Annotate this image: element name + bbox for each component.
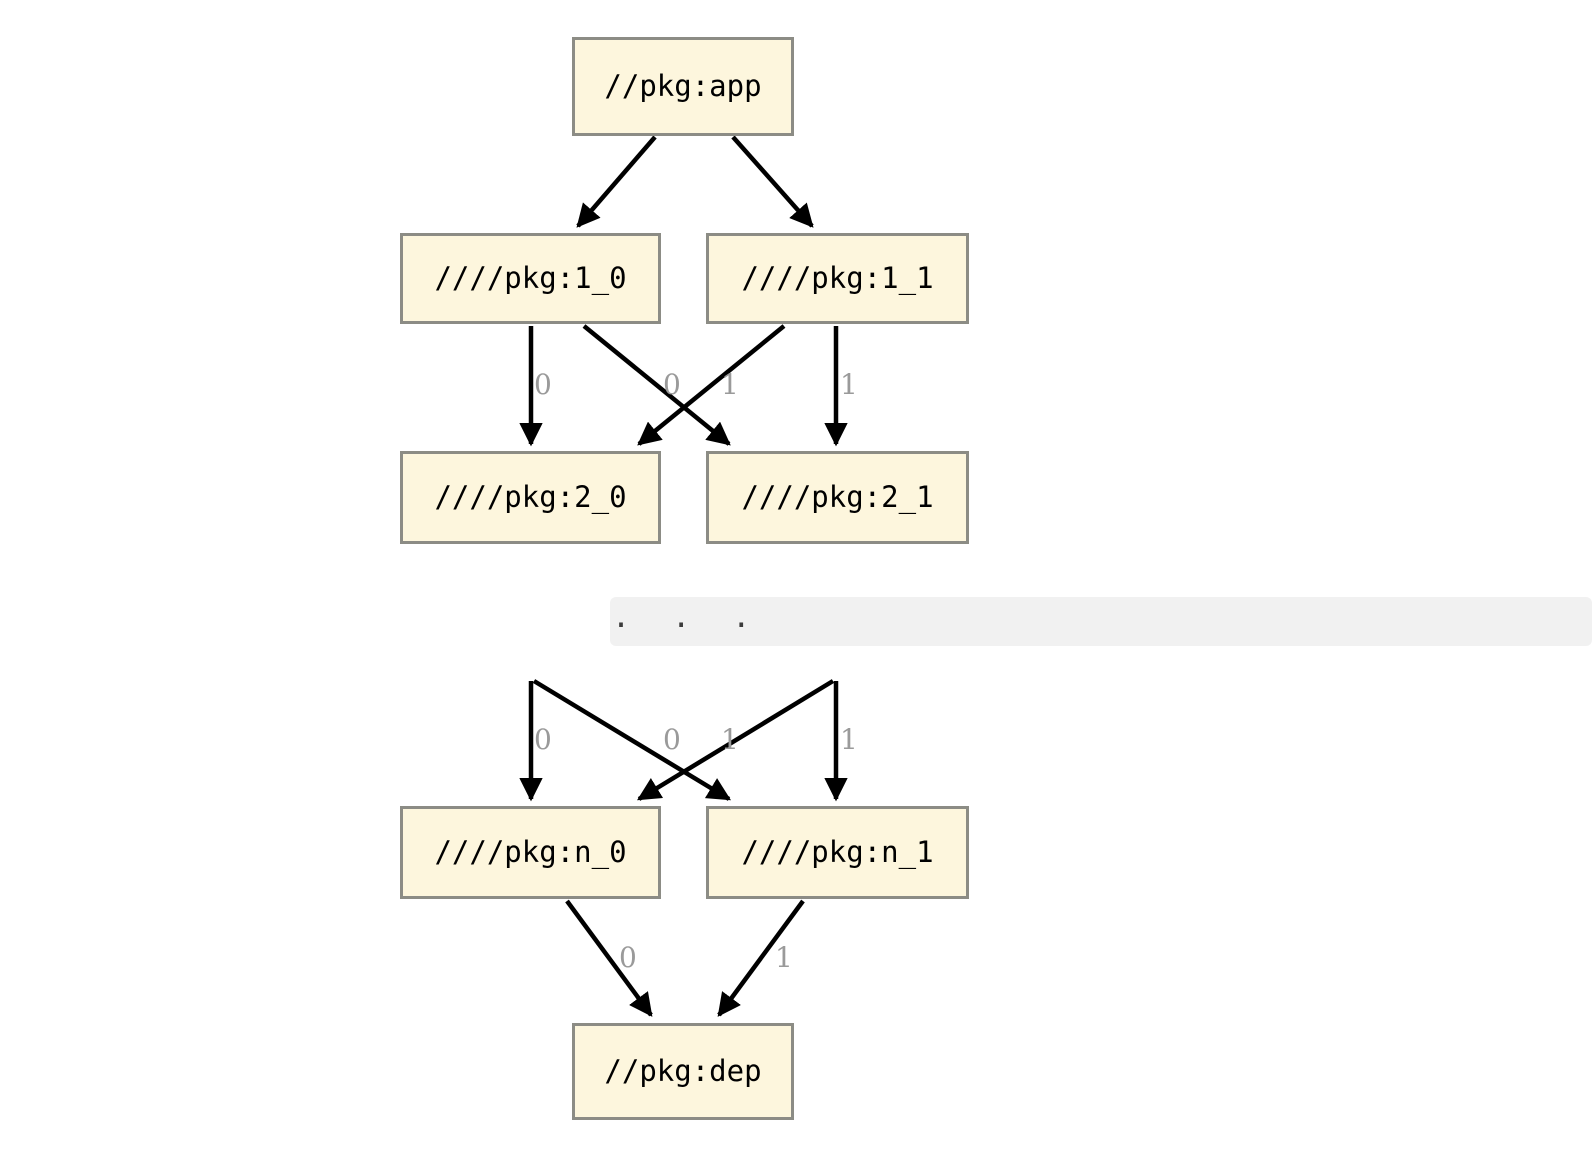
node-1_0[interactable]: ////pkg:1_0	[400, 233, 661, 324]
node-n_1[interactable]: ////pkg:n_1	[706, 806, 969, 899]
node-label-n_1: ////pkg:n_1	[741, 835, 934, 869]
ellipsis-band	[610, 597, 1592, 646]
edge-1_0-to-2_1	[582, 324, 731, 446]
edge-label-n_0-dep: 0	[619, 941, 637, 974]
node-1_1[interactable]: ////pkg:1_1	[706, 233, 969, 324]
node-dep[interactable]: //pkg:dep	[572, 1023, 794, 1120]
edge-label-1_0-2_1: 0	[663, 368, 681, 401]
edge-label-1_0-2_0: 0	[534, 368, 552, 401]
edge-ellipsis-to-n_0-b	[637, 679, 835, 801]
edge-app-to-1_1	[731, 135, 814, 228]
edge-app-to-1_0	[576, 135, 657, 228]
ellipsis-dots: . . .	[612, 600, 763, 635]
node-2_0[interactable]: ////pkg:2_0	[400, 451, 661, 544]
node-label-n_0: ////pkg:n_0	[434, 835, 627, 869]
edge-label-n_1-dep: 1	[775, 941, 793, 974]
edge-n_1-to-dep	[717, 899, 805, 1017]
node-label-2_1: ////pkg:2_1	[741, 480, 934, 514]
edge-label-1_1-2_0: 1	[721, 368, 739, 401]
node-label-dep: //pkg:dep	[604, 1054, 762, 1088]
node-label-1_1: ////pkg:1_1	[741, 261, 934, 295]
edge-n_0-to-dep	[565, 899, 653, 1017]
edge-1_1-to-2_0	[637, 324, 786, 446]
edge-label-ellipsis-n_1-b: 1	[840, 723, 858, 756]
node-label-app: //pkg:app	[604, 69, 762, 103]
edge-label-ellipsis-n_1-a: 0	[663, 723, 681, 756]
node-label-1_0: ////pkg:1_0	[434, 261, 627, 295]
edge-label-ellipsis-n_0-b: 1	[721, 723, 739, 756]
node-n_0[interactable]: ////pkg:n_0	[400, 806, 661, 899]
edge-ellipsis-to-n_1-a	[532, 679, 732, 801]
node-app[interactable]: //pkg:app	[572, 37, 794, 136]
edge-label-1_1-2_1: 1	[840, 368, 858, 401]
node-2_1[interactable]: ////pkg:2_1	[706, 451, 969, 544]
edge-label-ellipsis-n_0-a: 0	[534, 723, 552, 756]
node-label-2_0: ////pkg:2_0	[434, 480, 627, 514]
